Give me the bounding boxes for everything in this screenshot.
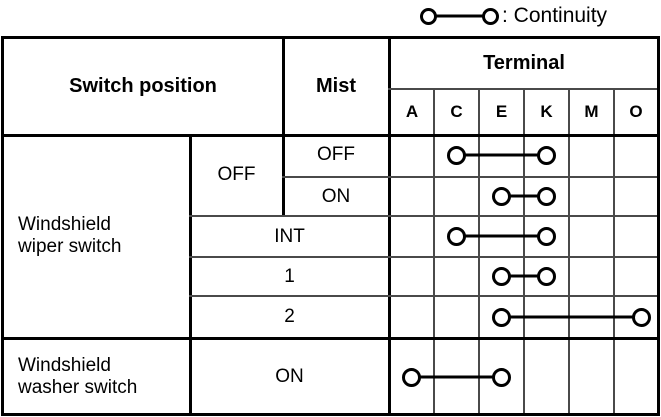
grid-vline-terminal-left bbox=[388, 39, 391, 413]
continuity-node-K bbox=[536, 186, 556, 206]
grid-vline-switchname bbox=[189, 134, 192, 413]
grid-vline-col-E-K bbox=[523, 88, 525, 413]
legend: : Continuity bbox=[419, 0, 608, 32]
row-group-label-wiper-line1: Windshield bbox=[18, 213, 111, 235]
grid-hline-row4-row5 bbox=[189, 295, 657, 297]
mist-int: INT bbox=[274, 225, 305, 247]
row-group-label-wiper: Windshield wiper switch bbox=[18, 134, 188, 337]
row-group-label-washer-line2: washer switch bbox=[18, 376, 138, 398]
continuity-node-O bbox=[631, 307, 651, 327]
grid-hline-terminal-split bbox=[388, 88, 657, 90]
grid-hline-row1-row2 bbox=[282, 176, 657, 178]
continuity-node-E bbox=[491, 367, 511, 387]
continuity-bar bbox=[501, 274, 546, 278]
continuity-bar bbox=[411, 375, 501, 379]
grid-vline-col-C-E bbox=[478, 88, 480, 413]
mist-speed-1: 1 bbox=[284, 265, 295, 287]
continuity-node-A bbox=[401, 367, 421, 387]
row-group-label-washer: Windshield washer switch bbox=[18, 340, 188, 413]
continuity-node-K bbox=[536, 145, 556, 165]
continuity-bar bbox=[501, 315, 641, 319]
mist-group-off: OFF bbox=[217, 163, 256, 185]
header-mist: Mist bbox=[316, 75, 356, 97]
grid-vline-col-K-M bbox=[568, 88, 570, 413]
grid-hline-header-body bbox=[4, 134, 657, 137]
continuity-bar bbox=[501, 194, 546, 198]
header-switch-position: Switch position bbox=[69, 75, 217, 97]
mist-speed-2: 2 bbox=[284, 306, 295, 328]
header-terminal-K: K bbox=[540, 102, 553, 122]
continuity-bar bbox=[456, 234, 546, 238]
grid-vline-col-A-C bbox=[433, 88, 435, 413]
continuity-row-int bbox=[4, 226, 657, 246]
continuity-symbol-icon bbox=[419, 6, 499, 26]
continuity-row-off-off bbox=[4, 145, 657, 165]
legend-label: : Continuity bbox=[502, 4, 608, 27]
continuity-row-speed-1 bbox=[4, 266, 657, 286]
grid-vline-col-M-O bbox=[613, 88, 615, 413]
continuity-node-K bbox=[536, 226, 556, 246]
legend-connector-bar bbox=[428, 14, 490, 18]
grid-hline-row3-row4 bbox=[189, 256, 657, 258]
header-terminal-C: C bbox=[450, 102, 463, 122]
continuity-bar bbox=[456, 153, 546, 157]
grid-hline-row2-row3 bbox=[189, 215, 657, 217]
header-terminal: Terminal bbox=[483, 52, 565, 74]
grid-vline-mist-sub bbox=[282, 134, 285, 215]
continuity-node-C bbox=[446, 145, 466, 165]
continuity-row-speed-2 bbox=[4, 307, 657, 327]
legend-node-right bbox=[481, 7, 499, 25]
grid-vline-header-mist bbox=[282, 39, 285, 134]
continuity-row-off-on bbox=[4, 186, 657, 206]
mist-sub-off: OFF bbox=[317, 144, 355, 166]
row-group-label-wiper-line2: wiper switch bbox=[18, 235, 122, 257]
mist-sub-on: ON bbox=[321, 185, 351, 207]
continuity-table: Switch position Mist Terminal A C E K M … bbox=[1, 36, 660, 416]
continuity-row-washer-on bbox=[4, 367, 657, 387]
continuity-node-E bbox=[491, 307, 511, 327]
row-group-label-washer-line1: Windshield bbox=[18, 354, 111, 376]
continuity-node-E bbox=[491, 186, 511, 206]
header-terminal-A: A bbox=[405, 102, 419, 122]
header-terminal-M: M bbox=[584, 102, 599, 122]
grid-hline-group-divider bbox=[4, 337, 657, 340]
continuity-node-E bbox=[491, 266, 511, 286]
header-terminal-E: E bbox=[495, 102, 508, 122]
legend-node-left bbox=[419, 7, 437, 25]
continuity-node-C bbox=[446, 226, 466, 246]
mist-washer-on: ON bbox=[275, 365, 304, 387]
header-terminal-O: O bbox=[629, 102, 643, 122]
continuity-node-K bbox=[536, 266, 556, 286]
